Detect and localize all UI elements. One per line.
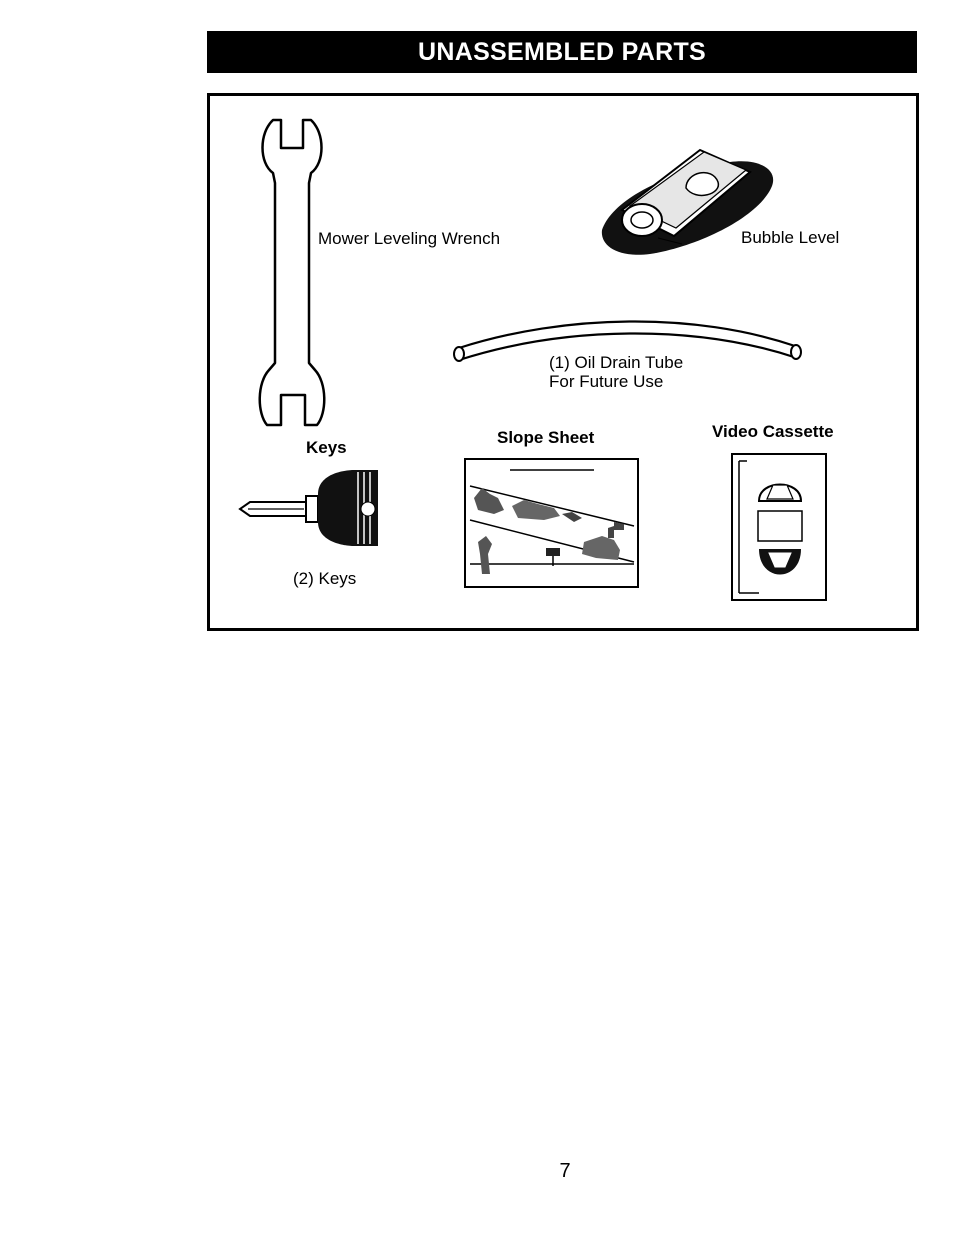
wrench-icon: [258, 118, 326, 427]
page-number: 7: [559, 1160, 571, 1182]
keys-heading: Keys: [306, 438, 347, 457]
oil-drain-tube-icon: [453, 320, 802, 362]
key-icon: [238, 470, 378, 546]
bubble-level-icon: [601, 148, 774, 255]
section-title: UNASSEMBLED PARTS: [418, 37, 706, 66]
bubble-level-label: Bubble Level: [741, 228, 840, 247]
video-cassette-heading: Video Cassette: [712, 422, 834, 441]
video-cassette-icon: [731, 453, 827, 601]
slope-sheet-heading: Slope Sheet: [497, 428, 595, 447]
oil-tube-label-line2: For Future Use: [549, 372, 664, 391]
slope-sheet-icon: [464, 458, 639, 588]
keys-label: (2) Keys: [293, 569, 357, 588]
oil-tube-label-line1: (1) Oil Drain Tube: [549, 353, 684, 372]
parts-frame: [207, 93, 919, 631]
wrench-label: Mower Leveling Wrench: [318, 229, 501, 248]
section-header: UNASSEMBLED PARTS: [207, 31, 917, 73]
